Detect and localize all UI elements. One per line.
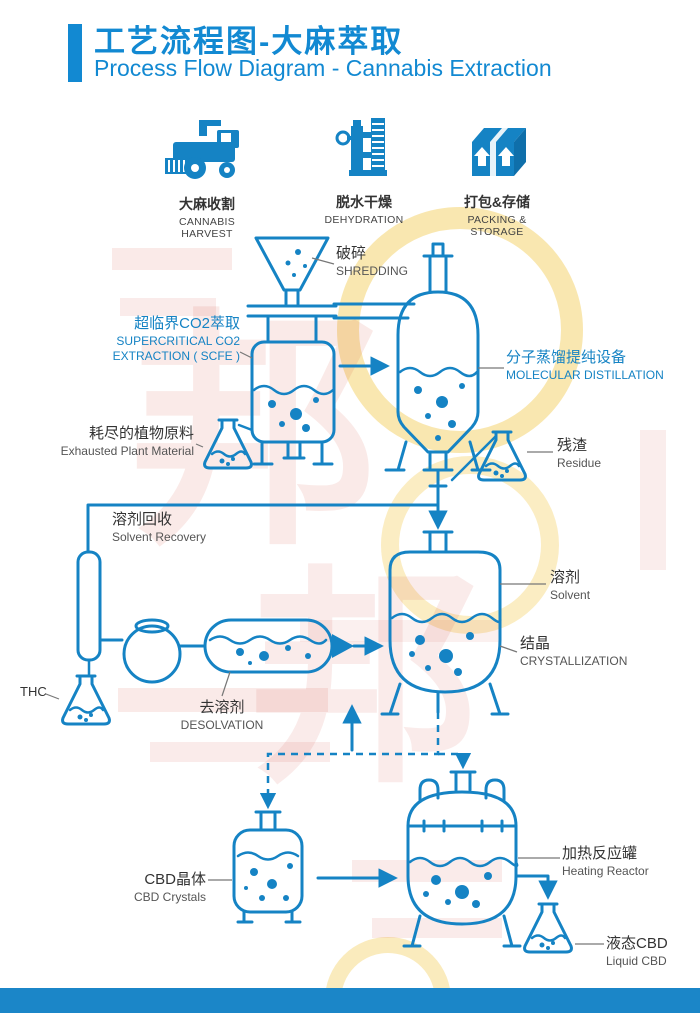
harvest-label-en: CANNABIS HARVEST	[178, 216, 236, 240]
scfe-extractor-vessel	[246, 302, 416, 466]
step-cannabis-harvest: 大麻收割 CANNABIS HARVEST	[157, 120, 257, 240]
label-heating-reactor: 加热反应罐 Heating Reactor	[562, 844, 649, 879]
svg-text:邦: 邦	[130, 294, 380, 573]
residue-en: Residue	[557, 455, 602, 470]
solvent-recovery-zh: 溶剂回收	[112, 511, 173, 528]
exhausted-zh: 耗尽的植物原料	[88, 425, 194, 442]
page-title-en: Process Flow Diagram - Cannabis Extracti…	[94, 55, 552, 81]
label-shredding: 破碎 SHREDDING	[336, 244, 408, 279]
label-cbd-crystals: CBD晶体 CBD Crystals	[66, 870, 206, 905]
scfe-en2: EXTRACTION ( SCFE )	[112, 349, 240, 364]
dehydration-label-en: DEHYDRATION	[324, 214, 404, 226]
step-packing-storage: 打包&存储 PACKING & STORAGE	[447, 124, 547, 238]
dashed-line-to-cbd-crystals	[259, 712, 440, 810]
footer-bar	[0, 988, 700, 1013]
solvent-recovery-en: Solvent Recovery	[112, 529, 207, 544]
liquid-cbd-flask	[523, 902, 573, 954]
title-accent-bar	[68, 24, 82, 82]
heating-reactor-en: Heating Reactor	[562, 863, 649, 878]
label-exhausted-plant-material: 耗尽的植物原料 Exhausted Plant Material	[16, 424, 194, 459]
svg-text:邦: 邦	[250, 552, 480, 809]
thc-flask	[61, 674, 111, 726]
label-connectors	[45, 257, 604, 945]
liquid-cbd-zh: 液态CBD	[606, 935, 668, 952]
residue-zh: 残渣	[557, 437, 588, 454]
heating-reactor-zh: 加热反应罐	[562, 845, 638, 862]
dashed-line-to-reactor	[438, 752, 472, 770]
label-liquid-cbd: 液态CBD Liquid CBD	[606, 934, 668, 969]
label-solvent-recovery: 溶剂回收 Solvent Recovery	[112, 510, 206, 545]
desolvation-en: DESOLVATION	[180, 717, 264, 732]
label-scfe: 超临界CO2萃取 SUPERCRITICAL CO2 EXTRACTION ( …	[56, 314, 240, 365]
dehydration-label-zh: 脱水干燥	[336, 194, 392, 210]
scfe-en1: SUPERCRITICAL CO2	[116, 333, 240, 348]
harvest-label-zh: 大麻收割	[179, 196, 235, 212]
label-solvent: 溶剂 Solvent	[550, 568, 590, 603]
label-thc: THC	[20, 684, 47, 701]
shredder-funnel	[254, 236, 330, 306]
crystallization-vessel	[380, 530, 510, 716]
crystallization-zh: 结晶	[520, 635, 551, 652]
desolvation-zh: 去溶剂	[199, 699, 245, 716]
crystallization-en: CRYSTALLIZATION	[520, 653, 628, 668]
molecular-distillation-vessel	[384, 242, 492, 530]
scfe-zh: 超临界CO2萃取	[134, 315, 240, 332]
solvent-en: Solvent	[550, 587, 591, 602]
shredding-en: SHREDDING	[336, 263, 409, 278]
step-dehydration: 脱水干燥 DEHYDRATION	[316, 118, 412, 226]
liquid-cbd-en: Liquid CBD	[606, 953, 667, 968]
label-residue: 残渣 Residue	[557, 436, 601, 471]
packing-label-zh: 打包&存储	[463, 194, 531, 210]
harvester-icon	[165, 120, 239, 179]
molecular-distillation-en: MOLECULAR DISTILLATION	[506, 367, 664, 382]
packing-box-icon	[472, 128, 526, 176]
label-crystallization: 结晶 CRYSTALLIZATION	[520, 634, 670, 669]
label-molecular-distillation: 分子蒸馏提纯设备 MOLECULAR DISTILLATION	[506, 348, 690, 383]
exhausted-plant-material-flask	[203, 418, 254, 470]
heating-reactor-vessel	[402, 770, 558, 948]
dehydration-machine-icon	[335, 118, 387, 176]
solvent-recovery-piping	[76, 503, 440, 684]
label-desolvation: 去溶剂 DESOLVATION	[156, 698, 288, 733]
exhausted-en: Exhausted Plant Material	[60, 443, 194, 458]
molecular-distillation-zh: 分子蒸馏提纯设备	[506, 349, 627, 366]
packing-label-en: PACKING & STORAGE	[467, 214, 527, 238]
page-title-zh: 工艺流程图-大麻萃取	[94, 24, 404, 59]
desolvation-vessel	[203, 618, 384, 674]
solvent-zh: 溶剂	[550, 569, 581, 586]
cbd-crystals-tank	[232, 810, 304, 924]
shredding-zh: 破碎	[336, 245, 367, 262]
cbd-crystals-zh: CBD晶体	[144, 871, 206, 888]
thc-text: THC	[20, 684, 47, 699]
cbd-crystals-en: CBD Crystals	[133, 889, 206, 904]
residue-flask	[450, 430, 527, 482]
